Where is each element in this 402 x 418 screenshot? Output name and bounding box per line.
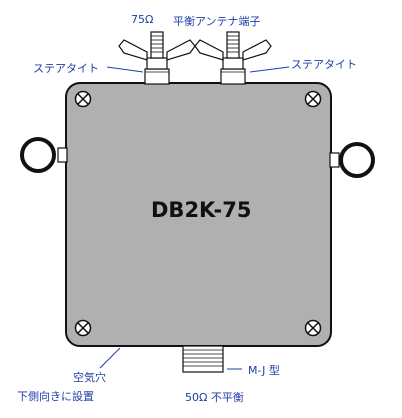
air-hole-label: 空気穴 [73,371,106,384]
corner-screw-icon [74,319,92,337]
corner-screw-icon [304,90,322,108]
wing-nut-terminal-right [194,31,272,85]
leader-line [99,347,121,369]
corner-screw-icon [304,319,322,337]
mj-connector [182,345,224,373]
corner-screw-icon [74,90,92,108]
impedance-75-label: 75Ω [131,13,154,26]
model-name: DB2K-75 [151,198,252,222]
install-direction-label: 下側向きに設置 [17,390,94,403]
connector-type-label: M-J 型 [248,364,280,377]
mounting-ring-right [329,142,375,178]
wing-nut-terminal-left [118,31,196,85]
leader-line [249,66,290,73]
leader-line [106,66,144,73]
stay-tie-label-right: ステアタイト [291,58,357,71]
mounting-ring-left [20,137,68,173]
stay-tie-label-left: ステアタイト [33,62,99,75]
balanced-terminal-label: 平衡アンテナ端子 [173,15,261,28]
unbalanced-label: 50Ω 不平衡 [185,391,244,404]
